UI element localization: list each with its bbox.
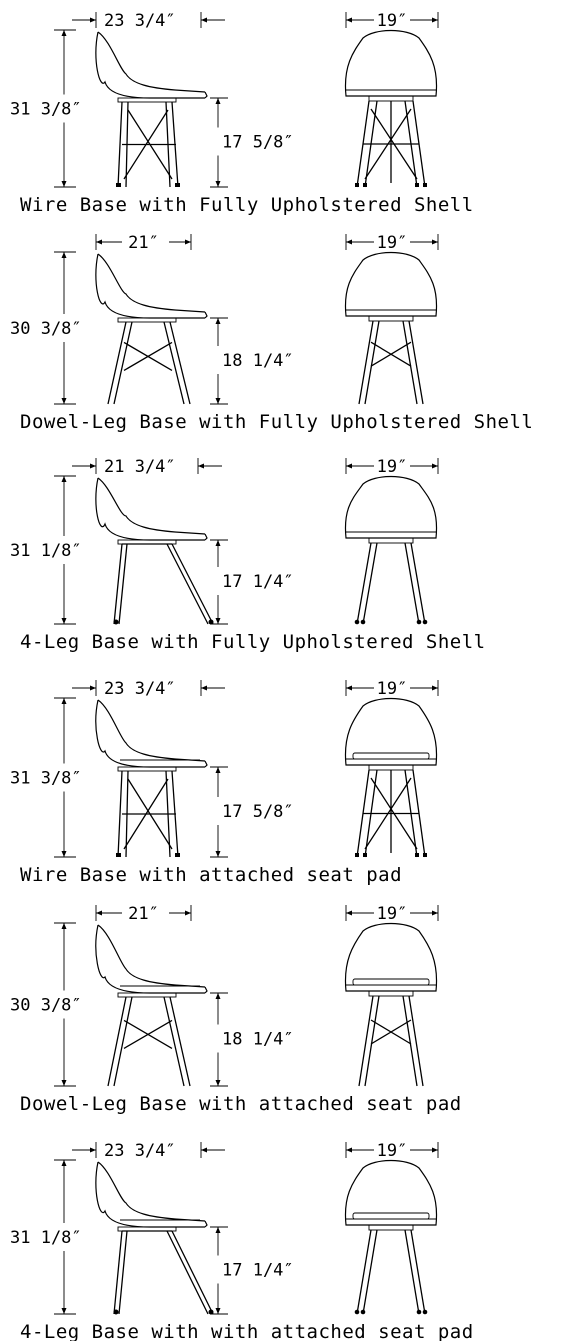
seat-height-dimension: 18 1/4″ bbox=[210, 317, 294, 405]
width-dimension: 19″ bbox=[345, 904, 439, 924]
width-label: 19″ bbox=[377, 904, 408, 924]
height-label: 30 3/8″ bbox=[10, 319, 82, 339]
height-dimension: 31 3/8″ bbox=[10, 697, 82, 858]
depth-dimension: 21″ bbox=[95, 233, 192, 253]
front-view bbox=[344, 29, 438, 188]
chair-section: 21″ 19″ 30 3/8″ 18 1/4″ Dowel-Leg Base with … bbox=[10, 233, 533, 433]
chair-section: 21″ 19″ 30 3/8″ 18 1/4″ Dowel-Leg Base with … bbox=[10, 904, 462, 1115]
seat-height-dimension: 18 1/4″ bbox=[210, 992, 294, 1087]
section-caption: 4-Leg Base with with attached seat pad bbox=[20, 1321, 474, 1341]
height-dimension: 31 3/8″ bbox=[10, 29, 82, 188]
height-label: 30 3/8″ bbox=[10, 996, 82, 1016]
chair-section: 23 3/4″ 19″ 31 1/8″ 17 1/4″ 4-Leg Base with … bbox=[10, 1141, 474, 1341]
section-caption: 4-Leg Base with Fully Upholstered Shell bbox=[20, 631, 486, 653]
front-view bbox=[344, 1159, 438, 1315]
section-caption: Wire Base with attached seat pad bbox=[20, 864, 402, 886]
height-label: 31 1/8″ bbox=[10, 541, 82, 561]
seat-height-label: 17 5/8″ bbox=[222, 802, 294, 822]
side-view bbox=[95, 699, 208, 858]
chair-section: 21 3/4″ 19″ 31 1/8″ 17 1/4″ 4-Leg Base with … bbox=[10, 457, 486, 653]
height-dimension: 30 3/8″ bbox=[10, 922, 82, 1087]
chair-section: 23 3/4″ 19″ 31 3/8″ 17 5/8″ Wire Base with a… bbox=[10, 679, 439, 886]
front-view bbox=[344, 251, 438, 405]
section-caption: Dowel-Leg Base with Fully Upholstered Sh… bbox=[20, 411, 533, 433]
width-dimension: 19″ bbox=[345, 679, 439, 699]
depth-label: 21″ bbox=[128, 904, 159, 924]
width-label: 19″ bbox=[377, 233, 408, 253]
height-dimension: 31 1/8″ bbox=[10, 475, 82, 625]
section-caption: Wire Base with Fully Upholstered Shell bbox=[20, 194, 474, 216]
side-view bbox=[95, 253, 208, 405]
width-label: 19″ bbox=[377, 1141, 408, 1161]
height-dimension: 30 3/8″ bbox=[10, 251, 82, 405]
width-dimension: 19″ bbox=[345, 457, 439, 477]
width-label: 19″ bbox=[377, 457, 408, 477]
front-view bbox=[344, 922, 438, 1087]
front-view bbox=[344, 475, 438, 625]
depth-dimension: 23 3/4″ bbox=[72, 679, 225, 699]
depth-label: 23 3/4″ bbox=[104, 679, 176, 699]
seat-height-label: 17 5/8″ bbox=[222, 133, 294, 153]
seat-height-label: 17 1/4″ bbox=[222, 572, 294, 592]
width-dimension: 19″ bbox=[345, 11, 439, 31]
depth-label: 23 3/4″ bbox=[104, 1141, 176, 1161]
seat-height-dimension: 17 5/8″ bbox=[210, 97, 294, 188]
side-view bbox=[95, 477, 214, 625]
seat-height-label: 17 1/4″ bbox=[222, 1261, 294, 1281]
seat-height-dimension: 17 5/8″ bbox=[210, 766, 294, 858]
seat-height-label: 18 1/4″ bbox=[222, 351, 294, 371]
side-view bbox=[95, 924, 208, 1087]
width-label: 19″ bbox=[377, 679, 408, 699]
seat-height-dimension: 17 1/4″ bbox=[210, 539, 294, 625]
depth-dimension: 23 3/4″ bbox=[72, 1141, 225, 1161]
height-label: 31 3/8″ bbox=[10, 100, 82, 120]
section-caption: Dowel-Leg Base with attached seat pad bbox=[20, 1093, 462, 1115]
width-dimension: 19″ bbox=[345, 1141, 439, 1161]
depth-label: 21″ bbox=[128, 233, 159, 253]
depth-dimension: 21 3/4″ bbox=[72, 457, 222, 477]
depth-label: 23 3/4″ bbox=[104, 11, 176, 31]
chair-section: 23 3/4″ 19″ 31 3/8″ 17 5/8″ Wire Base with F… bbox=[10, 11, 474, 216]
depth-dimension: 21″ bbox=[95, 904, 192, 924]
height-dimension: 31 1/8″ bbox=[10, 1159, 82, 1315]
side-view bbox=[95, 1161, 214, 1315]
depth-label: 21 3/4″ bbox=[104, 457, 176, 477]
depth-dimension: 23 3/4″ bbox=[72, 11, 225, 31]
side-view bbox=[95, 31, 208, 188]
seat-height-label: 18 1/4″ bbox=[222, 1030, 294, 1050]
width-dimension: 19″ bbox=[345, 233, 439, 253]
seat-height-dimension: 17 1/4″ bbox=[210, 1226, 294, 1315]
front-view bbox=[344, 697, 438, 858]
height-label: 31 3/8″ bbox=[10, 769, 82, 789]
width-label: 19″ bbox=[377, 11, 408, 31]
height-label: 31 1/8″ bbox=[10, 1228, 82, 1248]
